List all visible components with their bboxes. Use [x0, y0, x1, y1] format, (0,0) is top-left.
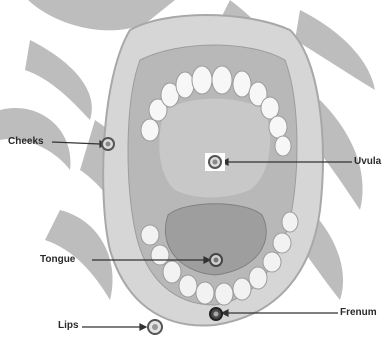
cheeks-marker: [102, 138, 114, 150]
lips-label: Lips: [58, 320, 79, 332]
tongue-label: Tongue: [40, 254, 75, 266]
frenum-label: Frenum: [340, 307, 377, 319]
tongue-marker: [210, 254, 222, 266]
uvula-marker: [205, 153, 225, 171]
palate: [159, 99, 270, 198]
uvula-label: Uvula: [354, 156, 381, 168]
cheeks-label: Cheeks: [8, 136, 44, 148]
lips-marker: [148, 320, 162, 334]
frenum-marker: [210, 308, 222, 320]
lips-arrowhead: [140, 324, 146, 330]
